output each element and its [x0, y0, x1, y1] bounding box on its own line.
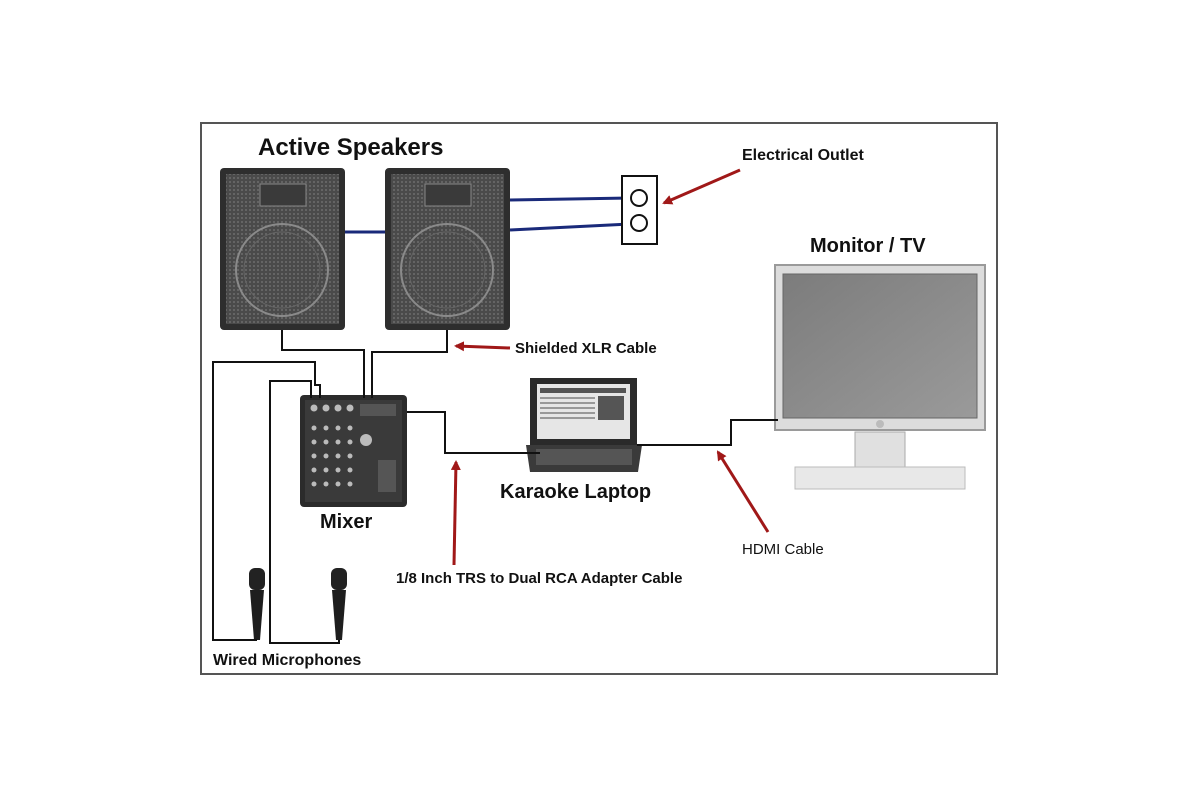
arrow-shielded-xlr: [454, 341, 511, 352]
electrical-outlet: [621, 175, 658, 245]
label-shielded-xlr-cable: Shielded XLR Cable: [515, 340, 657, 357]
arrow-trs-rca: [450, 460, 461, 566]
monitor-tv: [774, 264, 986, 490]
callout-arrows: [450, 168, 770, 566]
speaker-right: [385, 168, 510, 330]
label-hdmi-cable: HDMI Cable: [742, 541, 824, 558]
label-active-speakers: Active Speakers: [258, 134, 444, 161]
arrow-electrical-outlet: [662, 168, 741, 205]
label-trs-rca-cable: 1/8 Inch TRS to Dual RCA Adapter Cable: [396, 570, 683, 587]
label-mixer: Mixer: [320, 511, 373, 533]
microphone-right: [331, 568, 347, 640]
label-monitor-tv: Monitor / TV: [810, 235, 926, 257]
mixer-image: [300, 395, 407, 507]
power-cables: [345, 196, 631, 234]
label-wired-microphones: Wired Microphones: [213, 652, 362, 669]
label-karaoke-laptop: Karaoke Laptop: [500, 481, 652, 503]
karaoke-laptop-image: [526, 378, 642, 472]
speaker-left: [220, 168, 345, 330]
arrow-hdmi: [716, 450, 770, 533]
signal-cables: [212, 330, 778, 644]
label-electrical-outlet: Electrical Outlet: [742, 147, 864, 164]
microphone-left: [249, 568, 265, 640]
